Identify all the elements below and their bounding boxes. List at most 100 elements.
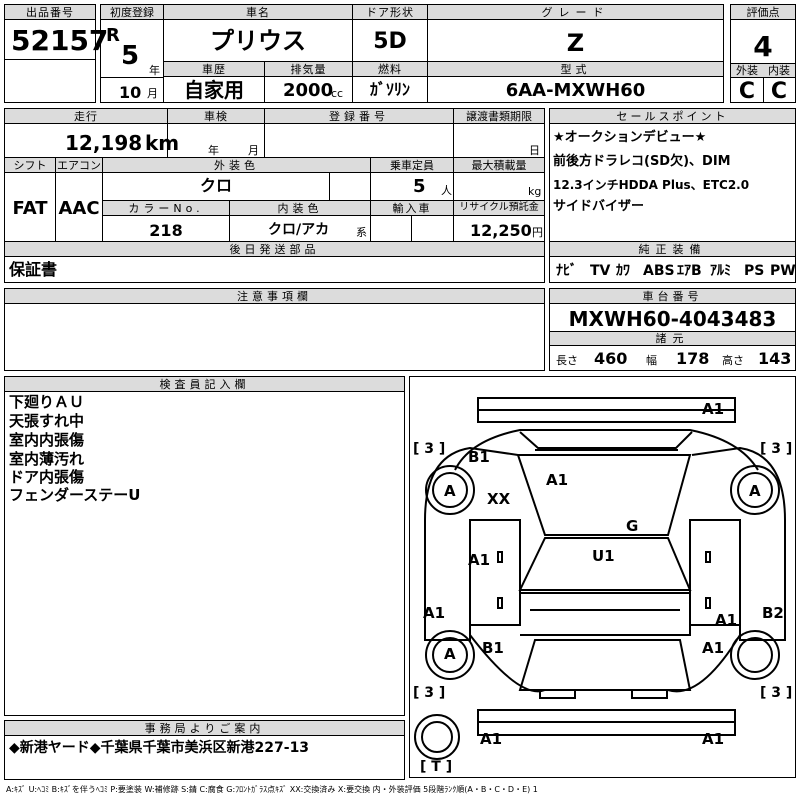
inspection-label: 車検 <box>204 110 228 123</box>
car-name-value: プリウス <box>210 27 306 55</box>
model-label: 型式 <box>560 63 591 76</box>
int-color-box: 内装色 クロ/アカ 系 <box>229 200 371 242</box>
fuel-value: ｶﾞｿﾘﾝ <box>369 80 410 99</box>
inspector-line: 天張すれ中 <box>9 412 85 430</box>
mark-rear-right-bumper: A1 <box>702 730 725 748</box>
recycle-box: リサイクル預託金 12,250 円 <box>453 200 545 242</box>
genuine-item: PS <box>744 263 765 279</box>
first-reg-month: 10 <box>119 83 142 102</box>
mark-rear-right-fender: A1 <box>702 639 725 657</box>
mark-front-left-fender: B1 <box>468 448 490 466</box>
score-int-label: 内装 <box>768 64 790 77</box>
door-value: 5D <box>373 29 407 54</box>
legend-text: A:ｷｽﾞ U:ﾍｺﾐ B:ｷｽﾞを伴うﾍｺﾐ P:要塗装 W:補修跡 S:錆 … <box>6 785 538 794</box>
recycle-value: 12,250 <box>470 221 532 240</box>
max-load-box: 最大積載量 kg <box>453 157 545 201</box>
inspector-line: 室内内張傷 <box>9 431 85 449</box>
int-color-unit: 系 <box>356 226 367 239</box>
lot-label: 出品番号 <box>26 6 74 19</box>
model-value: 6AA-MXWH60 <box>505 80 646 101</box>
notes-label: 注意事項欄 <box>237 290 312 303</box>
sales-line-4: サイドバイザー <box>553 199 645 214</box>
mark-roof: U1 <box>592 547 615 565</box>
mark-glass: G <box>626 517 639 535</box>
score-int-value: C <box>770 79 788 104</box>
genuine-label: 純正装備 <box>638 243 707 256</box>
score-label: 評価点 <box>746 6 780 19</box>
history-value: 自家用 <box>184 78 244 102</box>
mileage-label: 走行 <box>74 110 98 123</box>
genuine-item: ﾅﾋﾞ <box>556 263 577 279</box>
lot-box: 出品番号 52157 <box>4 4 108 60</box>
shift-value: FAT <box>12 198 48 219</box>
chassis-label: 車台番号 <box>642 290 703 303</box>
office-box: 事務局よりご案内 ◆新港ヤード◆千葉県千葉市美浜区新港227-13 <box>4 720 405 780</box>
displacement-value: 2000 <box>283 80 334 101</box>
specs-height-label: 高さ <box>722 354 744 367</box>
later-parts-label: 後日発送部品 <box>229 243 320 256</box>
mark-front-bumper: A1 <box>702 400 725 418</box>
plate-label: 登録番号 <box>329 110 389 123</box>
inspection-year-unit: 年 <box>208 144 219 157</box>
inspector-line: フェンダーステーU <box>9 486 141 504</box>
score-box: 評価点 4 外装 内装 C C <box>730 4 796 103</box>
genuine-item: ABS <box>643 263 675 279</box>
transfer-label: 譲渡書類期限 <box>466 110 532 123</box>
genuine-item: TV <box>590 263 611 279</box>
mark-left-rear-panel: A1 <box>423 604 446 622</box>
inspector-line: ドア内張傷 <box>9 468 85 486</box>
grade-label: グレード <box>541 6 610 19</box>
fuel-box: 燃料 ｶﾞｿﾘﾝ <box>352 61 428 103</box>
capacity-label: 乗車定員 <box>390 159 434 172</box>
genuine-item: ｴｱB <box>677 263 702 279</box>
mark-left-front-door: A1 <box>468 551 491 569</box>
inspector-box: 検査員記入欄 下廻りＡＵ 天張すれ中 室内内張傷 室内薄汚れ ドア内張傷 フェン… <box>4 376 405 716</box>
inspector-line: 室内薄汚れ <box>9 450 85 468</box>
later-parts-box: 後日発送部品 保証書 <box>4 241 545 283</box>
lot-lower-box <box>4 59 96 103</box>
spare-tread: [ T ] <box>420 759 453 775</box>
sales-box: セールスポイント ★オークションデビュー★ 前後方ドラレコ(SD欠)、DIM 1… <box>549 108 796 242</box>
mileage-unit: km <box>145 131 180 155</box>
score-value: 4 <box>753 30 773 63</box>
model-box: 型式 6AA-MXWH60 <box>427 61 724 103</box>
capacity-value: 5 <box>413 176 426 197</box>
first-reg-year: 5 <box>121 41 140 71</box>
specs-width: 178 <box>676 349 710 368</box>
color-no-label: カラーNo. <box>128 202 204 215</box>
specs-length-label: 長さ <box>556 354 578 367</box>
fuel-label: 燃料 <box>378 63 402 76</box>
int-color-value: クロ/アカ <box>268 222 330 238</box>
first-reg-era: R <box>106 25 120 46</box>
int-color-label: 内装色 <box>277 202 323 215</box>
notes-box: 注意事項欄 <box>4 288 545 371</box>
recycle-unit: 円 <box>532 226 543 239</box>
mark-rear-left-wheel: A <box>444 645 456 663</box>
max-load-unit: kg <box>528 185 542 198</box>
transfer-unit: 日 <box>529 144 540 157</box>
displacement-label: 排気量 <box>290 63 327 76</box>
warranty-text: 保証書 <box>9 260 58 279</box>
door-label: ドア形状 <box>366 6 414 19</box>
chassis-box: 車台番号 MXWH60-4043483 諸元 長さ 460 幅 178 高さ 1… <box>549 288 796 371</box>
genuine-item: PW <box>770 263 796 279</box>
office-text: ◆新港ヤード◆千葉県千葉市美浜区新港227-13 <box>9 740 310 756</box>
sales-label: セールスポイント <box>616 110 729 123</box>
mark-front-right-wheel: A <box>749 482 761 500</box>
ext-color-value: クロ <box>199 176 232 195</box>
grade-value: Z <box>566 29 585 57</box>
tread-right-top: [ 3 ] <box>760 441 793 457</box>
mark-rear-left-bumper: A1 <box>480 730 503 748</box>
first-reg-box: 初度登録 R 5 年 10 月 <box>100 4 164 103</box>
ext-color-label: 外装色 <box>214 159 259 172</box>
displacement-box: 排気量 2000 cc <box>264 61 353 103</box>
car-diagram <box>409 376 796 778</box>
office-label: 事務局よりご案内 <box>144 722 265 735</box>
capacity-unit: 人 <box>441 184 452 197</box>
aircon-value: AAC <box>58 198 100 219</box>
mileage-value: 12,198 <box>65 131 143 155</box>
specs-label: 諸元 <box>655 332 690 345</box>
mark-xx: XX <box>487 490 511 508</box>
shift-label: シフト <box>13 159 47 172</box>
